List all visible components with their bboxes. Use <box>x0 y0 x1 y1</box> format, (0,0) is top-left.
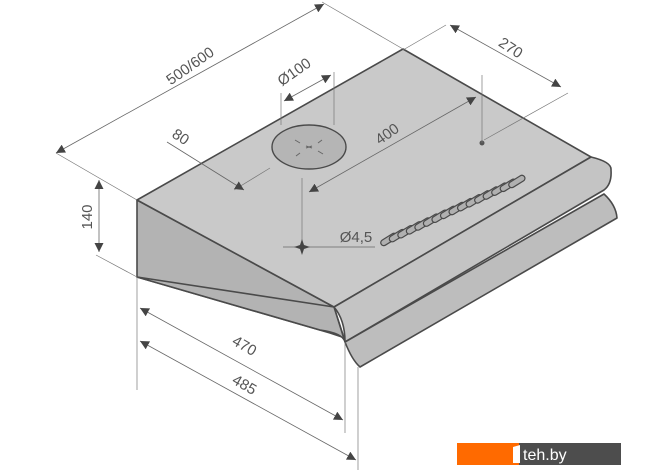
dim-width-line <box>55 3 325 154</box>
dim-400-line <box>308 96 477 193</box>
dim-80-line <box>166 141 245 191</box>
hood-body <box>136 48 618 368</box>
label-80: 80 <box>169 126 192 149</box>
dimension-lines <box>55 3 562 461</box>
dim-270-line <box>449 24 562 88</box>
label-width: 500/600 <box>163 44 217 89</box>
label-hole: Ø4,5 <box>340 229 373 246</box>
dim-485-line <box>139 340 357 461</box>
dim-100-line <box>283 74 332 102</box>
label-485: 485 <box>229 371 259 398</box>
label-470: 470 <box>229 332 259 359</box>
label-270: 270 <box>495 34 525 62</box>
vent-slot <box>508 174 526 189</box>
vent-slots <box>380 174 526 247</box>
logo-text: teh.by <box>523 447 567 464</box>
logo: teh.by <box>457 443 621 465</box>
mount-hole-star <box>294 239 310 255</box>
label-140: 140 <box>79 204 96 229</box>
label-duct-diameter: Ø100 <box>275 55 315 90</box>
